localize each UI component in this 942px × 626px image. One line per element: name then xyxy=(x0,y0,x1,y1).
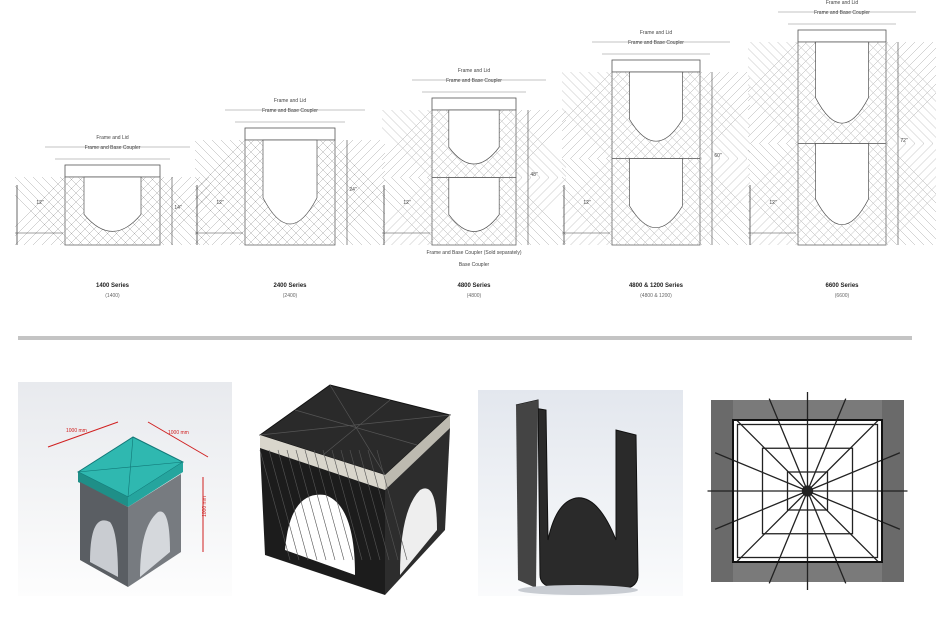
bottom-note: Base Coupler xyxy=(458,262,490,268)
black-box-render xyxy=(245,380,465,600)
dim-label: 1000 mm xyxy=(168,430,189,436)
chamber-drawing xyxy=(382,79,566,246)
side-panel-render xyxy=(478,390,683,596)
series-subtitle: (4800 & 1200) xyxy=(640,293,672,299)
series-title: 4800 & 1200 Series xyxy=(628,283,684,289)
dim-left-label: 12" xyxy=(769,200,777,206)
chamber-drawing xyxy=(562,41,750,246)
coupler-label: Frame and Base Coupler xyxy=(84,145,141,151)
dim-right-label: 72" xyxy=(900,137,908,144)
dim-label: 1000 mm xyxy=(202,496,208,517)
series-title: 6600 Series xyxy=(825,283,859,289)
dim-left-label: 12" xyxy=(403,200,411,206)
dim-label: 1000 mm xyxy=(66,428,87,434)
bottom-note: Frame and Base Coupler (Sold separately) xyxy=(426,250,522,256)
dim-left-label: 12" xyxy=(216,200,224,206)
top-view-render xyxy=(703,392,912,590)
chamber-drawing xyxy=(748,11,936,246)
frame-lid-label: Frame and Lid xyxy=(273,98,307,104)
series-title: 1400 Series xyxy=(95,283,130,289)
coupler-label: Frame and Base Coupler xyxy=(814,10,870,16)
frame-lid-label: Frame and Lid xyxy=(457,68,491,74)
frame-lid-label: Frame and Lid xyxy=(825,0,859,6)
teal-lid-render: 1000 mm 1000 mm 1000 mm xyxy=(18,382,232,596)
divider xyxy=(18,336,912,340)
series-subtitle: (4800) xyxy=(466,293,482,299)
coupler-label: Frame and Base Coupler xyxy=(446,78,502,84)
series-title: 4800 Series xyxy=(457,283,491,289)
coupler-label: Frame and Base Coupler xyxy=(628,40,684,46)
frame-lid-label: Frame and Lid xyxy=(96,135,129,141)
dim-right-label: 48" xyxy=(530,171,538,178)
chamber-drawing xyxy=(15,146,210,246)
dim-left-label: 12" xyxy=(583,200,591,206)
dim-right-label: 14" xyxy=(174,205,182,211)
dim-left-label: 12" xyxy=(36,200,44,206)
dim-right-label: 60" xyxy=(714,152,722,159)
series-title: 2400 Series xyxy=(273,283,307,289)
series-subtitle: (6600) xyxy=(834,293,850,299)
chamber-drawing xyxy=(195,109,385,246)
frame-lid-label: Frame and Lid xyxy=(639,30,673,36)
series-subtitle: (1400) xyxy=(105,293,120,299)
coupler-label: Frame and Base Coupler xyxy=(262,108,318,114)
series-subtitle: (2400) xyxy=(282,293,298,299)
dim-right-label: 24" xyxy=(349,186,357,193)
